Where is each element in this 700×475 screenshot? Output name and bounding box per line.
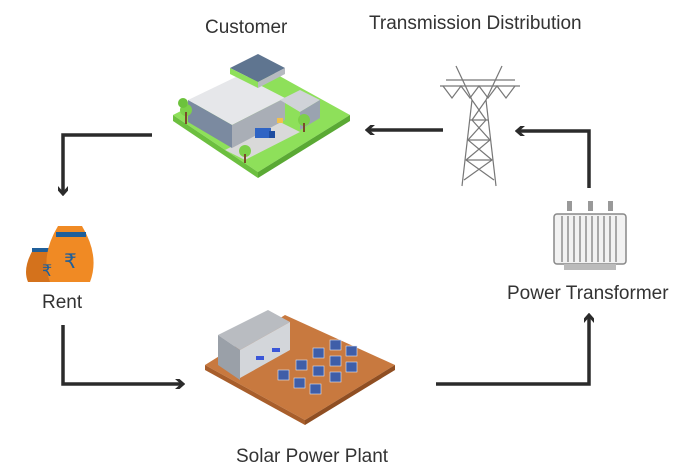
node-label-customer: Customer xyxy=(205,17,288,38)
arrow-rent-to-solar xyxy=(61,325,182,384)
node-label-transformer: Power Transformer xyxy=(507,283,669,304)
node-label-solar: Solar Power Plant xyxy=(236,446,389,467)
node-label-rent: Rent xyxy=(42,292,83,313)
arrow-transformer-to-transmission xyxy=(518,131,591,188)
arrow-solar-to-transformer xyxy=(436,316,589,386)
node-label-transmission: Transmission Distribution xyxy=(369,13,582,34)
arrow-customer-to-rent xyxy=(63,133,152,193)
svg-text:₹: ₹ xyxy=(64,249,77,273)
svg-text:₹: ₹ xyxy=(42,261,52,280)
